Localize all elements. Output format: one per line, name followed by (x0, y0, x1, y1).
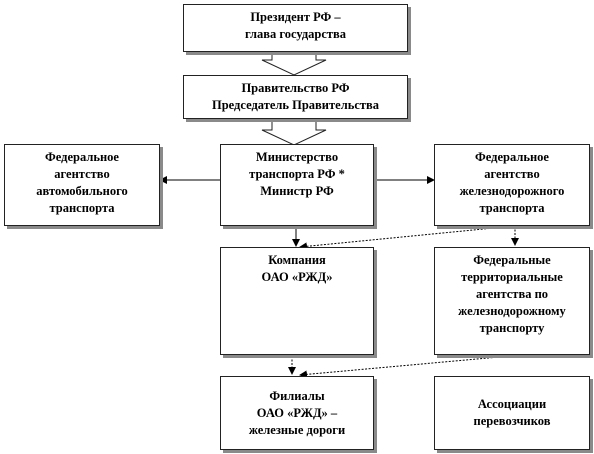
node-fed-rail-line-4: транспорта (479, 201, 545, 215)
node-fed-auto-line-4: транспорта (49, 201, 115, 215)
node-ministry-line-2: транспорта РФ * (249, 167, 345, 181)
node-territorial-line-1: Федеральные (473, 253, 551, 267)
node-fed-auto-line-1: Федеральное (45, 150, 119, 164)
node-territorial-line-2: территориальные (461, 270, 563, 284)
node-branches-line-3: железные дороги (248, 422, 346, 437)
node-fed-rail-line-2: агентство (484, 167, 540, 181)
node-rzd-line-1: Компания (268, 253, 326, 267)
node-government-line-1: Правительство РФ (241, 81, 350, 95)
node-fed-auto-line-2: агентство (54, 167, 110, 181)
node-associations-line-1: Ассоциации (477, 397, 547, 411)
node-president: Президент РФ – глава государства (183, 4, 408, 52)
node-president-line-1: Президент РФ – (250, 10, 341, 24)
node-associations-line-2: перевозчиков (473, 414, 551, 428)
node-associations: Ассоциации перевозчиков (434, 376, 590, 450)
node-branches-line-1: Филиалы (269, 388, 325, 403)
node-rzd: Компания ОАО «РЖД» (220, 247, 374, 355)
node-territorial-line-5: транспорту (479, 321, 545, 335)
node-fed-auto: Федеральное агентство автомобильного тра… (4, 144, 160, 226)
node-territorial: Федеральные территориальные агентства по… (434, 247, 590, 355)
block-arrow-president-to-government (261, 53, 327, 76)
node-ministry: Министерство транспорта РФ * Министр РФ (220, 144, 374, 226)
node-fed-rail-line-3: железнодорожного (459, 184, 565, 198)
arrow-fed-rail-to-rzd (299, 225, 515, 251)
arrow-territorial-to-branches (299, 355, 511, 379)
node-president-line-2: глава государства (244, 27, 347, 41)
node-branches: Филиалы ОАО «РЖД» – железные дороги (220, 376, 374, 450)
node-branches-line-2: ОАО «РЖД» – (256, 405, 338, 420)
node-territorial-line-4: железнодорожному (458, 304, 566, 318)
node-government: Правительство РФ Председатель Правительс… (183, 75, 408, 119)
node-fed-rail-line-1: Федеральное (475, 150, 549, 164)
node-ministry-line-1: Министерство (255, 150, 339, 164)
node-rzd-line-2: ОАО «РЖД» (261, 270, 333, 284)
node-fed-auto-line-3: автомобильного (36, 184, 128, 198)
node-government-line-2: Председатель Правительства (211, 98, 380, 112)
node-fed-rail: Федеральное агентство железнодорожного т… (434, 144, 590, 226)
node-territorial-line-3: агентства по (475, 287, 549, 301)
node-ministry-line-3: Министр РФ (260, 184, 334, 198)
block-arrow-government-to-ministry (261, 119, 327, 146)
